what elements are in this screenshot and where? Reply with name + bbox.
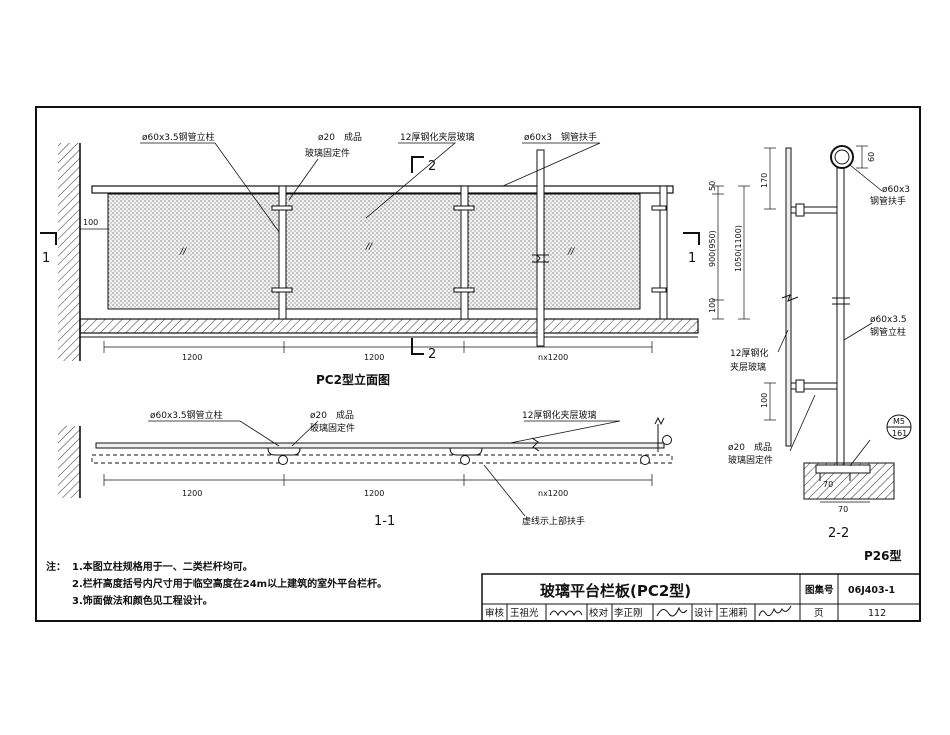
- page-no: 112: [868, 608, 886, 619]
- dim-1050: 1050(1100): [734, 225, 743, 272]
- svg-text://: //: [179, 247, 187, 257]
- plan-callout-dashed: 虚线示上部扶手: [522, 515, 585, 527]
- dim-bottom-100: 100: [708, 298, 717, 313]
- callout-handrail: ø60x3 钢管扶手: [524, 131, 597, 143]
- sec-callout-clamp-a: ø20 成品: [728, 441, 772, 453]
- floor-slab: [79, 318, 699, 334]
- review-label: 审核: [485, 607, 505, 619]
- sheet-frame: [35, 106, 921, 622]
- type-label: P26型: [864, 548, 902, 563]
- callout-post: ø60x3.5钢管立柱: [142, 131, 215, 143]
- sec-dim-60: 60: [867, 152, 876, 162]
- elevation-caption: PC2型立面图: [316, 372, 390, 387]
- plan-view: ø60x3.5钢管立柱 ø20 成品 玻璃固定件 12厚钢化夹层玻璃 虚线示上部…: [58, 409, 673, 529]
- checker-signature: [656, 606, 688, 617]
- plan-callout-clamp-b: 玻璃固定件: [310, 422, 355, 434]
- post: [659, 185, 668, 320]
- sec-dim-100: 100: [760, 393, 769, 408]
- post: [460, 185, 469, 320]
- dim-100-offset: 100: [83, 218, 98, 227]
- dim-elev-3: nx1200: [538, 353, 568, 362]
- svg-text://: //: [567, 247, 575, 257]
- sec-callout-handrail-b: 钢管扶手: [870, 195, 906, 207]
- svg-text://: //: [365, 242, 373, 252]
- dim-elev-2: 1200: [364, 353, 384, 362]
- plan-caption: 1-1: [374, 514, 395, 529]
- cut-mark-1-left: 1: [42, 251, 50, 266]
- dim-plan-2: 1200: [364, 489, 384, 498]
- dim-900: 900(950): [708, 230, 717, 267]
- section-view: 70 170 60 100 70 ø60x3 钢管扶手 ø60x3.5: [728, 145, 912, 541]
- atlas-label: 图集号: [805, 584, 834, 596]
- sec-dim-70: 70: [838, 505, 848, 514]
- dim-plan-3: nx1200: [538, 489, 568, 498]
- elevation-view: // // // 1 1 2 2: [40, 131, 750, 387]
- dashed-handrail: [91, 454, 673, 464]
- design-label: 设计: [694, 607, 714, 619]
- note-1: 1.本图立柱规格用于一、二类栏杆均可。: [72, 560, 253, 573]
- section-post: [836, 167, 845, 467]
- section-handrail: [830, 145, 854, 169]
- reviewer-signature: [549, 610, 583, 617]
- sec-dim-170: 170: [760, 173, 769, 188]
- dim-elev-1: 1200: [182, 353, 202, 362]
- post: [278, 185, 287, 320]
- plan-callout-clamp-a: ø20 成品: [310, 409, 354, 421]
- dim-top-50: 50: [708, 181, 717, 191]
- glass-clamp: [271, 205, 667, 293]
- cut-mark-2-top: 2: [428, 159, 436, 174]
- drawing-title: 玻璃平台栏板(PC2型): [540, 582, 691, 600]
- plan-callout-glass: 12厚钢化夹层玻璃: [522, 409, 596, 421]
- sec-callout-post-a: ø60x3.5: [870, 315, 907, 325]
- designer: 王湘莉: [719, 607, 748, 619]
- note-3: 3.饰面做法和颜色见工程设计。: [72, 594, 213, 607]
- cut-mark-2-bottom: 2: [428, 347, 436, 362]
- notes-prefix: 注：: [46, 560, 66, 573]
- check-label: 校对: [589, 607, 609, 619]
- notes: 注： 1.本图立柱规格用于一、二类栏杆均可。 2.栏杆高度括号内尺寸用于临空高度…: [46, 560, 387, 607]
- svg-text:70: 70: [823, 480, 833, 489]
- section-caption: 2-2: [828, 526, 849, 541]
- cut-mark-1-right: 1: [688, 251, 696, 266]
- detail-ref-top: M5: [893, 417, 905, 426]
- plan-callout-post: ø60x3.5钢管立柱: [150, 409, 223, 421]
- sec-callout-clamp-b: 玻璃固定件: [728, 454, 773, 466]
- post: [278, 455, 288, 465]
- note-2: 2.栏杆高度括号内尺寸用于临空高度在24m以上建筑的室外平台栏杆。: [72, 577, 387, 590]
- section-glass: [785, 147, 792, 447]
- dim-plan-1: 1200: [182, 489, 202, 498]
- handrail: [91, 185, 674, 194]
- callout-glass: 12厚钢化夹层玻璃: [400, 131, 474, 143]
- wall-hatch: [58, 426, 80, 498]
- sec-callout-glass-a: 12厚钢化: [730, 347, 768, 359]
- sec-callout-handrail-a: ø60x3: [882, 185, 910, 195]
- post: [640, 455, 650, 465]
- sec-callout-glass-b: 夹层玻璃: [730, 361, 766, 373]
- wall-hatch: [58, 143, 80, 361]
- detail-ref-bottom: 161: [892, 429, 907, 438]
- designer-signature: [758, 605, 792, 617]
- atlas-no: 06J403-1: [848, 585, 895, 596]
- checker: 李正刚: [614, 607, 643, 619]
- page-label: 页: [814, 608, 824, 619]
- sec-callout-post-b: 钢管立柱: [870, 326, 906, 338]
- post: [662, 435, 672, 445]
- title-block: [481, 573, 921, 622]
- post: [460, 455, 470, 465]
- reviewer: 王祖光: [510, 607, 539, 619]
- callout-clamp-b: 玻璃固定件: [305, 147, 350, 159]
- glass-panel: [107, 193, 641, 310]
- post: [536, 149, 545, 347]
- callout-clamp-a: ø20 成品: [318, 131, 362, 143]
- glass-strip: [95, 442, 665, 449]
